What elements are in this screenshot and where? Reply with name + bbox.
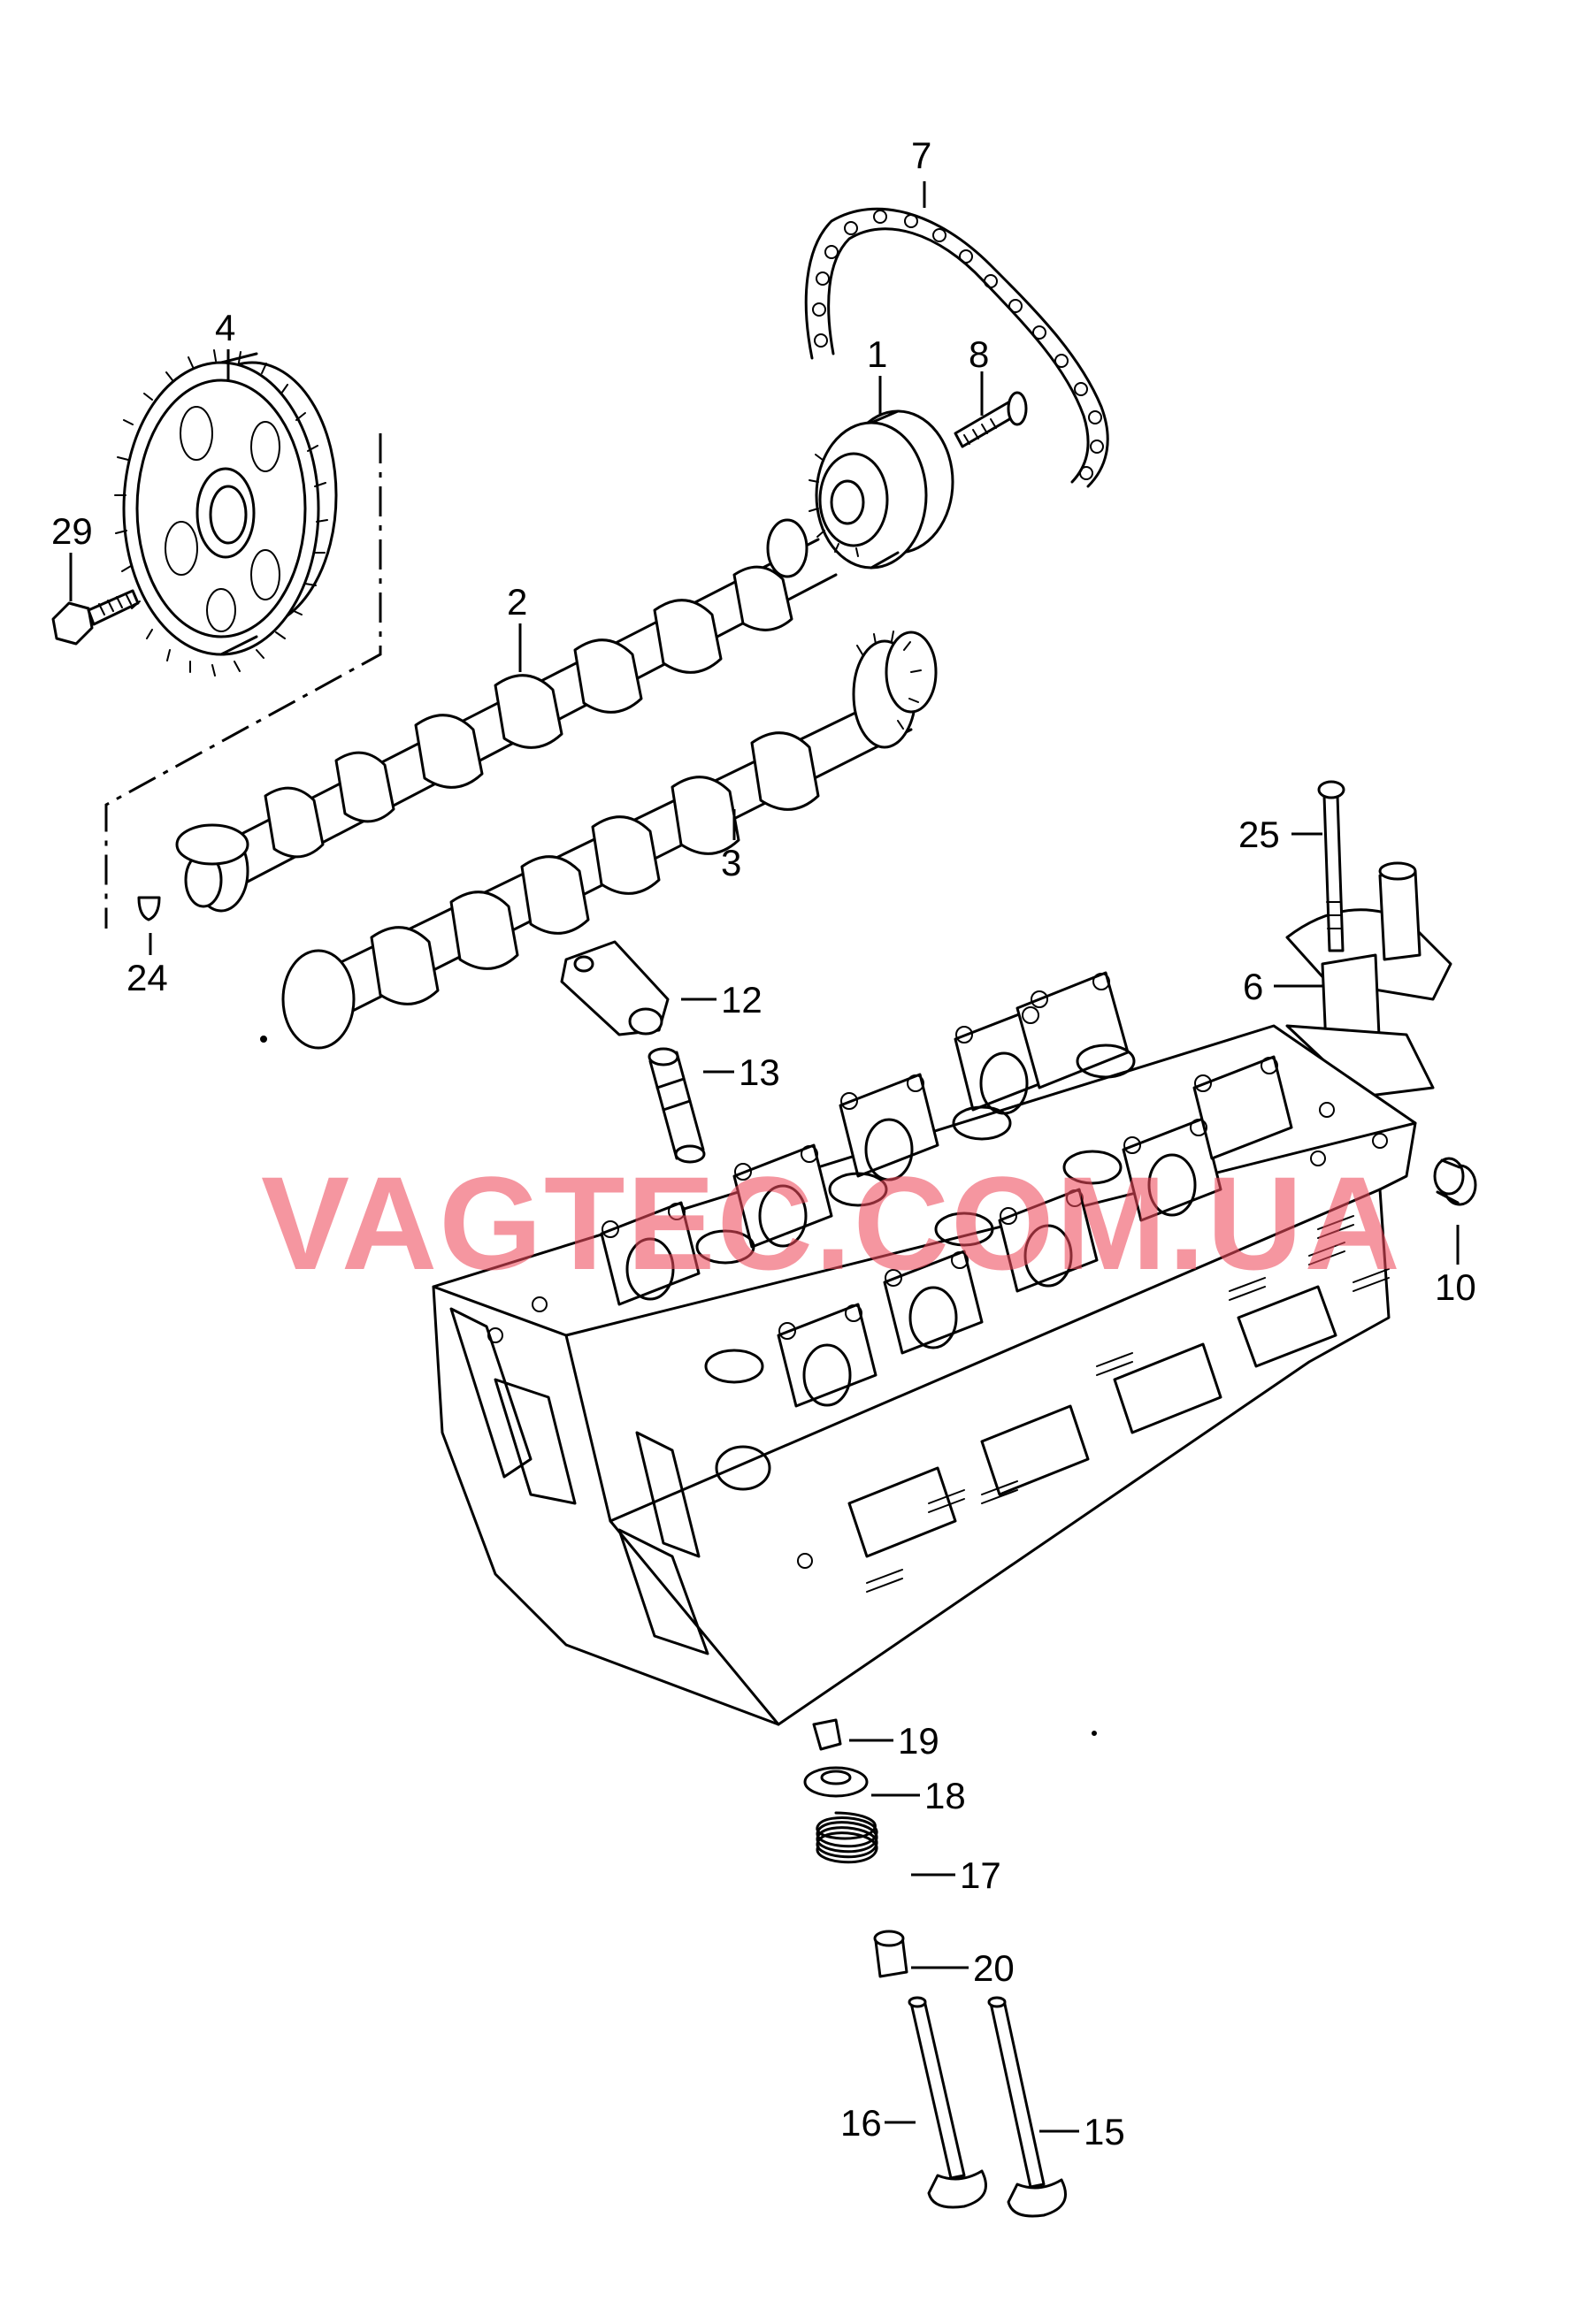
valve-keepers	[812, 1718, 842, 1751]
callout-15: 15	[1084, 2111, 1125, 2152]
tensioner-bolt	[1317, 780, 1345, 952]
spring-retainer	[803, 1766, 869, 1798]
callout-labels: 7 1 8 4 29 2 3 24 25 6 12 13 10 19 18 17…	[51, 134, 1476, 2152]
sprocket-bolt	[51, 589, 140, 646]
camshaft-sprocket	[114, 349, 338, 677]
callout-17: 17	[960, 1854, 1001, 1896]
callout-12: 12	[721, 979, 763, 1021]
callout-1: 1	[867, 333, 887, 375]
callout-8: 8	[969, 333, 989, 375]
callout-19: 19	[898, 1720, 939, 1762]
timing-chain	[804, 207, 1109, 488]
callout-20: 20	[973, 1947, 1015, 1989]
callout-25: 25	[1238, 814, 1280, 855]
callout-13: 13	[739, 1051, 780, 1093]
callout-29: 29	[51, 510, 93, 552]
camshaft-exhaust	[281, 631, 938, 1050]
callout-6: 6	[1243, 966, 1263, 1007]
callout-24: 24	[126, 957, 168, 998]
callout-7: 7	[911, 134, 931, 176]
callout-4: 4	[215, 307, 235, 348]
leader-lines	[69, 181, 1460, 2133]
callout-2: 2	[507, 581, 527, 623]
callout-3: 3	[721, 842, 741, 883]
adjuster-bolt	[954, 391, 1028, 448]
watermark: VAGTEC.COM.UA	[261, 1149, 1402, 1297]
valve-stem-seal	[873, 1930, 908, 1978]
valve-spring	[816, 1811, 878, 1864]
cylinder-head	[432, 971, 1417, 1726]
alignment-line	[104, 433, 382, 929]
chain-tensioner	[1285, 861, 1452, 1098]
roller-rocker	[560, 940, 670, 1036]
callout-16: 16	[840, 2102, 882, 2144]
hydraulic-lifter	[648, 1047, 706, 1164]
exhaust-valve	[987, 1996, 1067, 2218]
callout-18: 18	[924, 1775, 966, 1816]
callout-10: 10	[1435, 1266, 1476, 1308]
woodruff-key	[137, 896, 161, 921]
intake-valve	[908, 1996, 987, 2209]
sealing-plug	[1433, 1157, 1477, 1206]
camshaft-intake	[175, 518, 838, 913]
camshaft-adjuster	[808, 409, 954, 570]
